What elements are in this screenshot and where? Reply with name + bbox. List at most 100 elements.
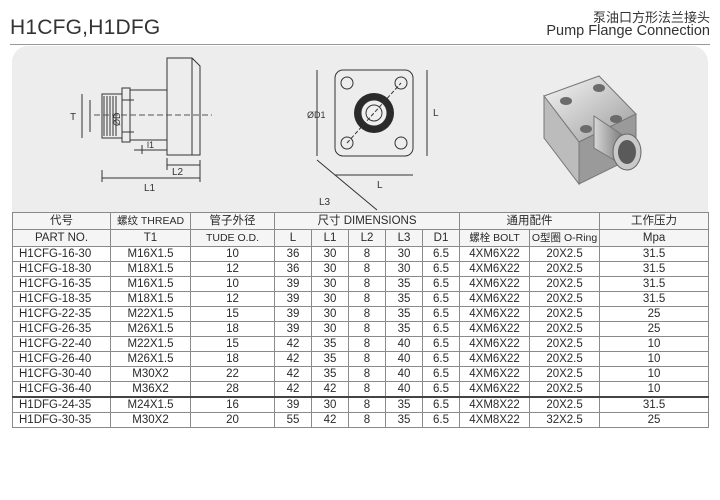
dim-label-l2: L2 — [172, 167, 184, 178]
cell-dim-l2: 8 — [348, 396, 386, 413]
header-dimensions: 尺寸 DIMENSIONS — [273, 212, 461, 230]
spec-table-wrap: 代号 螺纹 THREAD 管子外径 尺寸 DIMENSIONS 通用配件 工作压… — [12, 212, 710, 428]
spec-table: 代号 螺纹 THREAD 管子外径 尺寸 DIMENSIONS 通用配件 工作压… — [12, 212, 710, 428]
header-parts: 通用配件 — [459, 212, 601, 230]
cell-dim-l2: 8 — [348, 366, 386, 382]
cell-dim-l: 42 — [274, 381, 312, 398]
dim-label-t: T — [70, 112, 76, 123]
cell-thread: M22X1.5 — [110, 306, 191, 322]
cell-pressure: 31.5 — [599, 261, 710, 277]
cell-dim-l: 42 — [274, 351, 312, 367]
cell-tube-od: 15 — [190, 306, 275, 322]
cell-dim-d1: 6.5 — [421, 336, 461, 352]
cell-dim-l3: 40 — [385, 381, 423, 398]
cell-part-no: H1DFG-24-35 — [12, 396, 111, 413]
cell-dim-l2: 8 — [348, 276, 386, 292]
cell-tube-od: 20 — [190, 412, 275, 428]
cell-dim-l1: 30 — [311, 246, 349, 262]
header-dim-l1: L1 — [311, 229, 349, 247]
cell-tube-od: 18 — [190, 351, 275, 367]
cell-bolt: 4XM6X22 — [459, 351, 531, 367]
cell-part-no: H1CFG-18-35 — [12, 291, 111, 307]
cell-dim-l3: 40 — [385, 366, 423, 382]
cell-part-no: H1CFG-22-35 — [12, 306, 111, 322]
cell-dim-l3: 40 — [385, 336, 423, 352]
cell-dim-l1: 30 — [311, 291, 349, 307]
cell-bolt: 4XM8X22 — [459, 412, 531, 428]
cell-dim-l: 39 — [274, 306, 312, 322]
cell-tube-od: 22 — [190, 366, 275, 382]
cell-dim-d1: 6.5 — [421, 396, 461, 413]
cell-dim-l: 36 — [274, 246, 312, 262]
cell-dim-l3: 40 — [385, 351, 423, 367]
cell-dim-l2: 8 — [348, 381, 386, 398]
cell-dim-l: 36 — [274, 261, 312, 277]
cell-thread: M36X2 — [110, 381, 191, 398]
cell-dim-d1: 6.5 — [421, 306, 461, 322]
header-tube: 管子外径 — [190, 212, 275, 230]
cell-part-no: H1CFG-26-35 — [12, 321, 111, 337]
cell-dim-l1: 30 — [311, 396, 349, 413]
cell-bolt: 4XM6X22 — [459, 336, 531, 352]
cell-dim-l1: 30 — [311, 261, 349, 277]
header-thread-sub: T1 — [110, 229, 191, 247]
cell-dim-l3: 35 — [385, 291, 423, 307]
header-thread: 螺纹 THREAD — [110, 212, 191, 230]
cell-pressure: 31.5 — [599, 276, 710, 292]
cell-dim-l2: 8 — [348, 351, 386, 367]
cell-part-no: H1CFG-16-30 — [12, 246, 111, 262]
cell-bolt: 4XM6X22 — [459, 291, 531, 307]
cell-bolt: 4XM6X22 — [459, 276, 531, 292]
cell-dim-l1: 30 — [311, 276, 349, 292]
cell-dim-l3: 35 — [385, 306, 423, 322]
cell-part-no: H1CFG-36-40 — [12, 381, 111, 398]
cell-part-no: H1CFG-26-40 — [12, 351, 111, 367]
cell-pressure: 31.5 — [599, 396, 710, 413]
cell-oring: 32X2.5 — [529, 412, 601, 428]
cell-dim-l: 42 — [274, 366, 312, 382]
header-code-cn: 代号 — [12, 212, 111, 230]
cell-part-no: H1CFG-16-35 — [12, 276, 111, 292]
cell-dim-d1: 6.5 — [421, 321, 461, 337]
cell-pressure: 25 — [599, 306, 710, 322]
side-view-drawing: T ØD L1 L2 l1 — [70, 57, 212, 194]
cell-thread: M26X1.5 — [110, 351, 191, 367]
cell-pressure: 31.5 — [599, 291, 710, 307]
cell-pressure: 25 — [599, 412, 710, 428]
cell-tube-od: 10 — [190, 276, 275, 292]
cell-oring: 20X2.5 — [529, 381, 601, 398]
cell-part-no: H1CFG-30-40 — [12, 366, 111, 382]
header-pressure-unit: Mpa — [599, 229, 710, 247]
cell-pressure: 10 — [599, 381, 710, 398]
cell-dim-l1: 35 — [311, 351, 349, 367]
cell-dim-l1: 42 — [311, 381, 349, 398]
cell-dim-l3: 30 — [385, 246, 423, 262]
cell-tube-od: 16 — [190, 396, 275, 413]
cell-oring: 20X2.5 — [529, 336, 601, 352]
cell-dim-l2: 8 — [348, 336, 386, 352]
cell-dim-l3: 30 — [385, 261, 423, 277]
cell-bolt: 4XM6X22 — [459, 246, 531, 262]
cell-part-no: H1CFG-18-30 — [12, 261, 111, 277]
cell-dim-l3: 35 — [385, 396, 423, 413]
cell-oring: 20X2.5 — [529, 351, 601, 367]
flange-3d-render — [543, 75, 642, 186]
cell-pressure: 10 — [599, 336, 710, 352]
cell-dim-d1: 6.5 — [421, 366, 461, 382]
cell-tube-od: 18 — [190, 321, 275, 337]
cell-pressure: 31.5 — [599, 246, 710, 262]
figure-panel: T ØD L1 L2 l1 ØD1 L3 L L — [12, 46, 708, 212]
header-pressure-cn: 工作压力 — [599, 212, 710, 230]
cell-tube-od: 15 — [190, 336, 275, 352]
cell-oring: 20X2.5 — [529, 366, 601, 382]
cell-oring: 20X2.5 — [529, 321, 601, 337]
header-dim-l2: L2 — [348, 229, 386, 247]
cell-part-no: H1DFG-30-35 — [12, 412, 111, 428]
